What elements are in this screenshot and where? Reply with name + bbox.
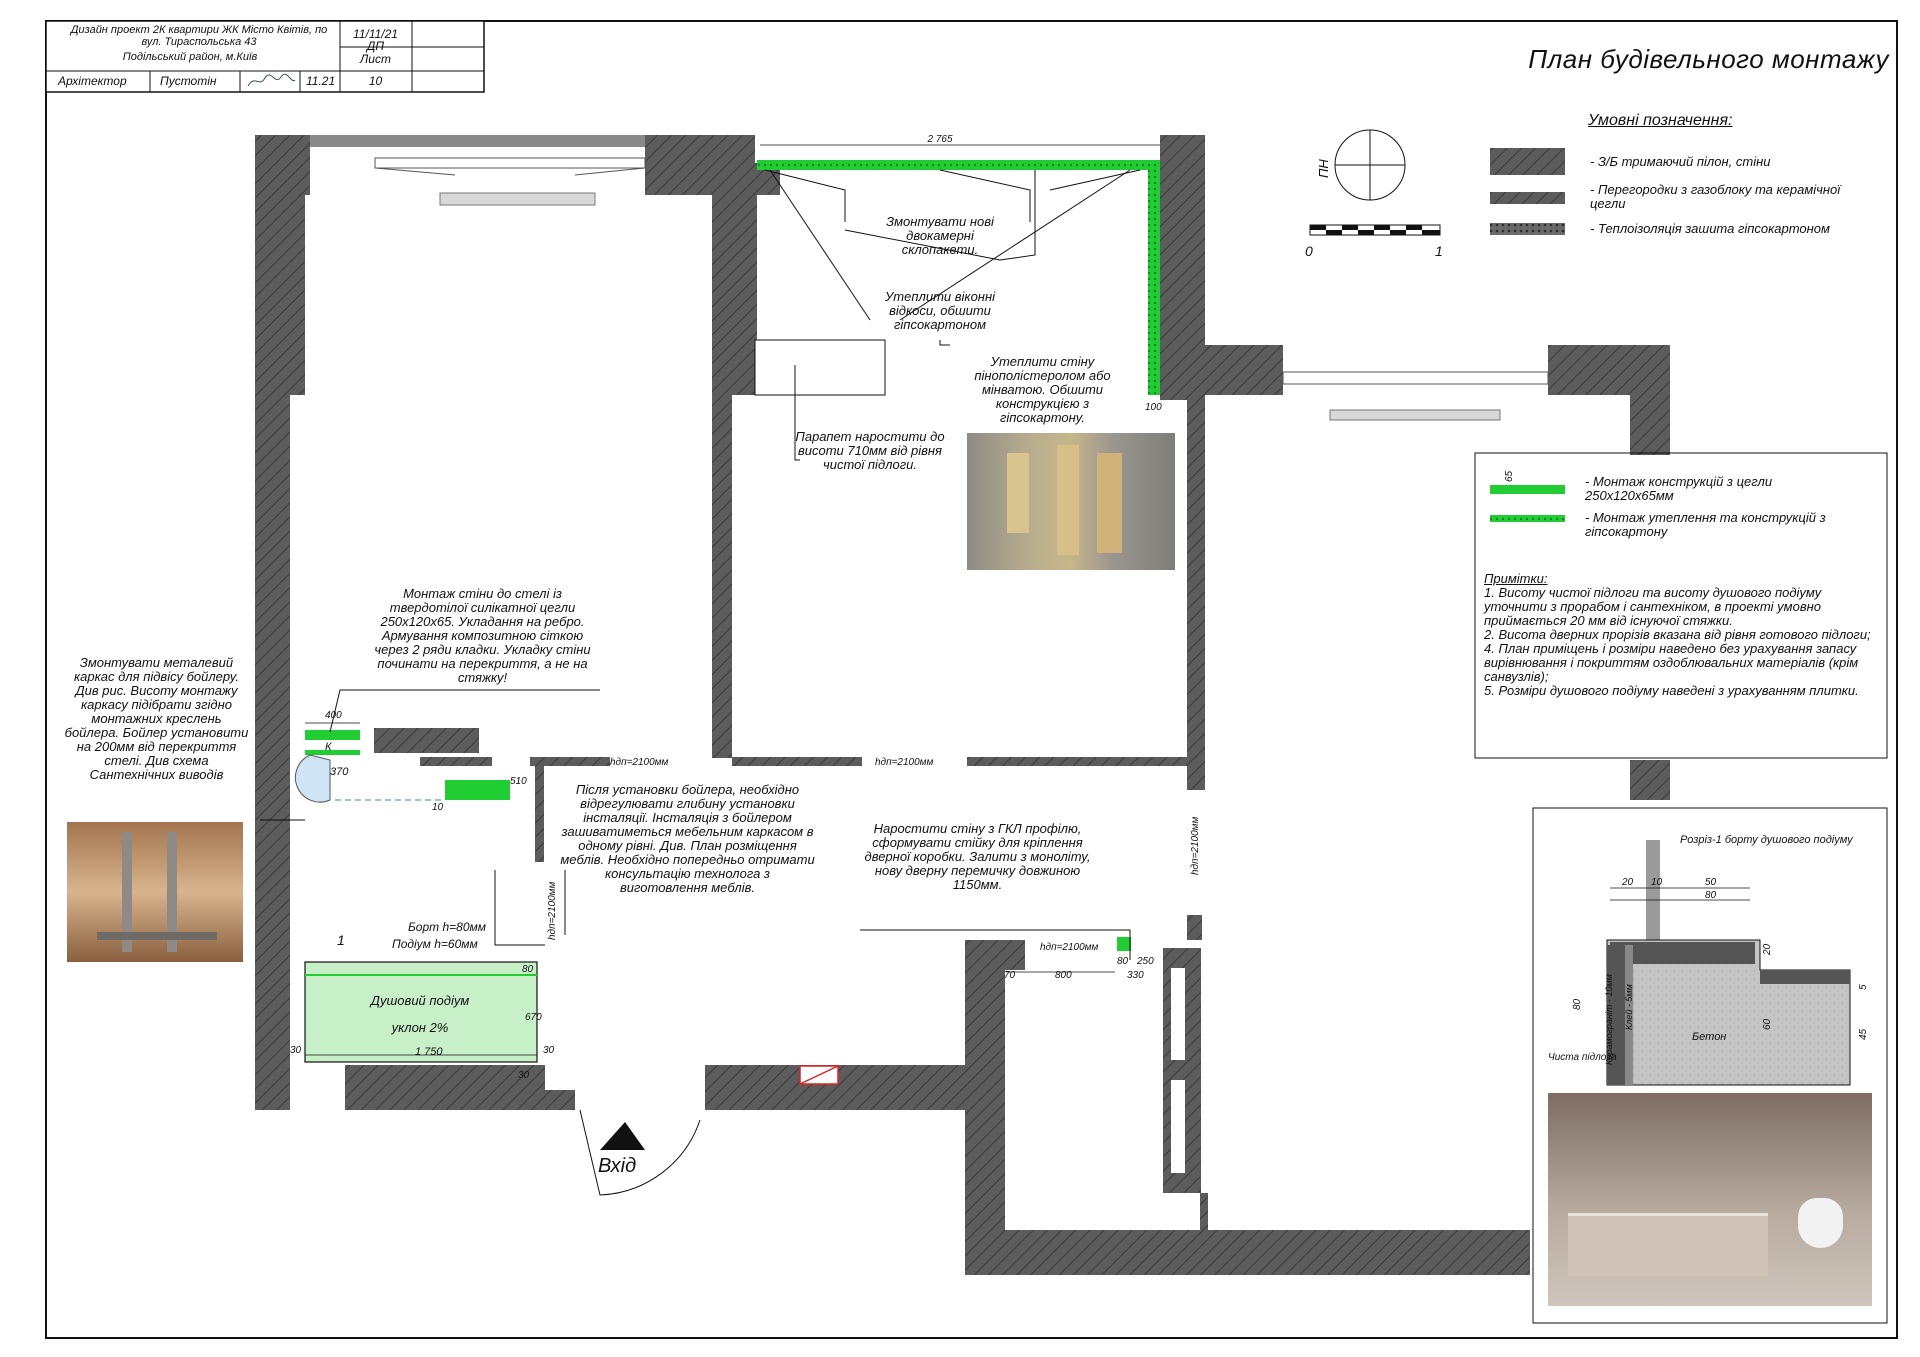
dim-70: 70 (1004, 970, 1016, 981)
border-label: Борт h=80мм (408, 920, 486, 934)
note-wall-to-ceiling: Монтаж стіни до стелі із твердотілої сил… (374, 586, 591, 685)
signature-mark (247, 73, 296, 87)
dim-370: 370 (330, 766, 349, 778)
notes-heading: Примітки: (1484, 571, 1548, 586)
dim-100: 100 (1145, 402, 1162, 413)
shower-photo (1548, 1093, 1872, 1306)
dim-400: 400 (325, 710, 342, 721)
page-title: План будівельного монтажу (1528, 44, 1889, 74)
drawing-frame (45, 20, 1898, 1339)
note-parapet: Парапет наростити до висоти 710мм від рі… (795, 429, 945, 472)
dim-1750: 1 750 (415, 1046, 443, 1058)
project-district: Подільський район, м.Київ (122, 51, 258, 63)
dim-670: 670 (525, 1012, 542, 1023)
section-d5: 5 (1858, 984, 1869, 990)
dim-80b: 80 (1117, 956, 1129, 967)
entrance-label: Вхід (598, 1155, 636, 1177)
door-height-c: hдп=2100мм (1040, 942, 1099, 953)
legend-item-partitions: - Перегородки з газоблоку та керамічної … (1590, 182, 1841, 211)
section-clean-floor: Чиста підлога (1548, 1052, 1617, 1063)
scale-bar (1309, 224, 1441, 236)
notes: Примітки: 1. Висоту чистої підлоги та ви… (1484, 572, 1886, 698)
marker-k: К (325, 741, 332, 753)
section-d20: 20 (1621, 877, 1634, 888)
dimension-lines (305, 144, 1750, 1056)
sheet-label: Лист (360, 52, 391, 66)
legend-green-dim: 65 (1504, 470, 1515, 482)
boiler (294, 754, 331, 803)
section-d60: 60 (1762, 1018, 1773, 1030)
legend-swatches (1474, 148, 1888, 759)
section-title: Розріз-1 борту душового подіуму (1680, 834, 1854, 846)
role-label: Архітектор (58, 74, 127, 88)
note-5: 5. Розміри душового подіуму наведені з у… (1484, 683, 1859, 698)
dim-510: 510 (510, 776, 527, 787)
dim-800: 800 (1055, 970, 1072, 981)
note-1: 1. Висоту чистої підлоги та висоту душов… (1484, 585, 1822, 628)
section-d50: 50 (1705, 877, 1717, 888)
author-name: Пустотін (160, 74, 217, 88)
section-glue: Клей - 5мм (1624, 984, 1634, 1030)
section-d80v: 80 (1572, 998, 1583, 1010)
shower-podium (304, 961, 538, 1063)
podium-axis-1: 1 (337, 932, 345, 948)
compass (1334, 129, 1406, 201)
dim-250: 250 (1136, 956, 1154, 967)
note-insulate-wall: Утеплити стіну пінополістеролом або мінв… (974, 354, 1111, 425)
entrance-arrow (600, 1122, 645, 1150)
note-window-slopes: Утеплити віконні відкоси, обшити гіпсока… (885, 289, 995, 332)
dim-30b: 30 (543, 1045, 555, 1056)
scale-one: 1 (1435, 243, 1443, 259)
sheet-number: 10 (368, 74, 383, 88)
door-height-e: hдп=2100мм (1190, 816, 1201, 875)
insulation-strip (754, 339, 886, 396)
dim-10: 10 (432, 802, 444, 813)
walls (255, 135, 1670, 1275)
note-after-boiler: Після установки бойлера, необхідно відре… (560, 782, 815, 895)
leader-lines (260, 169, 1131, 960)
slope-label: уклон 2% (391, 1020, 449, 1035)
dim-330: 330 (1127, 970, 1144, 981)
dim-80: 80 (522, 964, 534, 975)
section-d20b: 20 (1762, 943, 1773, 956)
legend-green-brick: - Монтаж конструкцій з цегли 250х120х65м… (1585, 474, 1773, 503)
note-2: 2. Висота дверних прорізів вказана від р… (1484, 627, 1871, 642)
boiler-frame-photo (67, 822, 243, 962)
door-height-d: hдп=2100мм (547, 881, 558, 940)
new-constructions (305, 160, 1160, 951)
note-4: 4. План приміщень і розміри наведено без… (1484, 641, 1859, 684)
date-code: 11/11/21 ДП (353, 27, 398, 53)
dim-30a: 30 (290, 1045, 302, 1056)
section-concrete: Бетон (1692, 1031, 1726, 1043)
insulation-photo (967, 433, 1175, 570)
dim-window-width: 2 765 (926, 134, 952, 145)
legend-item-insulation: - Теплоізоляція зашита гіпсокартоном (1590, 221, 1830, 236)
window-3 (1282, 371, 1549, 421)
section-d45: 45 (1858, 1028, 1869, 1040)
door-height-a: hдп=2100мм (610, 757, 669, 768)
compass-label: ПН (1316, 159, 1331, 178)
window-1 (374, 157, 646, 206)
podium-height-label: Подіум h=60мм (392, 937, 478, 951)
legend-heading: Умовні позначення: (1588, 112, 1733, 129)
legend-item-walls: - З/Б тримаючий пілон, стіни (1590, 154, 1771, 169)
section-tile: Керамограніт - 10мм (1604, 974, 1614, 1065)
scale-zero: 0 (1305, 243, 1313, 259)
project-name: Дизайн проект 2К квартири ЖК Місто Квіті… (70, 24, 328, 48)
note-boiler-frame: Змонтувати металевий каркас для підвісу … (64, 655, 249, 782)
note-gkl-wall: Наростити стіну з ГКЛ профілю, сформуват… (864, 821, 1091, 892)
dim-30c: 30 (518, 1070, 530, 1081)
date-label: 11.21 (306, 74, 336, 88)
shower-podium-label: Душовий подіум (369, 993, 470, 1008)
section-d10: 10 (1651, 877, 1663, 888)
door-height-b: hдп=2100мм (875, 757, 934, 768)
entrance-door (579, 1109, 701, 1196)
section-d80: 80 (1705, 890, 1717, 901)
note-windows: Змонтувати нові двокамерні склопакети. (886, 214, 994, 257)
legend-green-gkl: - Монтаж утеплення та конструкцій з гіпс… (1585, 510, 1826, 539)
title-block (45, 20, 485, 93)
